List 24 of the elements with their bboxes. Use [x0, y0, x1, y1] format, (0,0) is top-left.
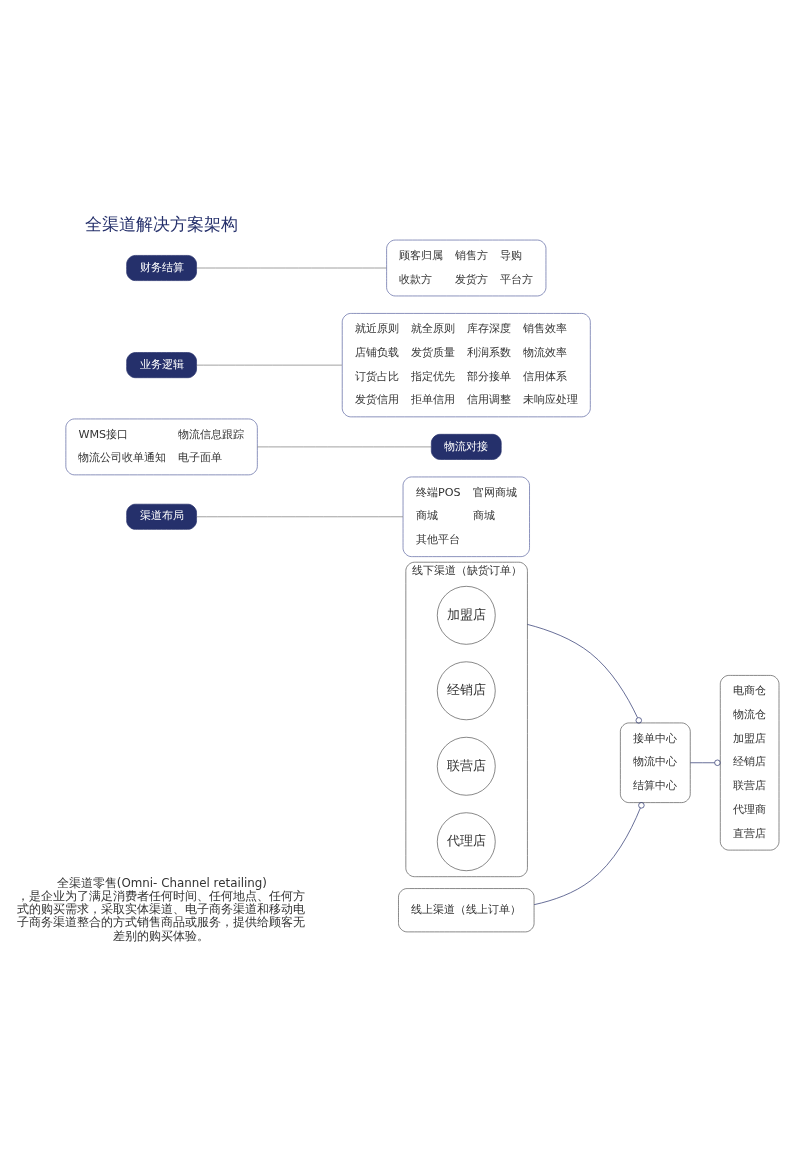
node-box: 线上渠道（线上订单） — [398, 888, 535, 933]
connector — [690, 759, 721, 766]
label: 全渠道解决方案架构 — [85, 213, 239, 234]
node-box: 顾客归属 销售方 导购 收款方 发货方 平台方 — [386, 239, 547, 297]
connector — [527, 624, 642, 724]
node-circle: 加盟店 — [436, 585, 496, 645]
label: 全渠道零售(Omni- Channel retailing)，是企业为了满足消费者任何时间、任何地点、任何方式的购买需求，采取实体渠道、电子商务渠道和移动电子商务渠道整合的方式销售商品或服务，提供给顾客无差别的购买体验。 — [16, 875, 305, 943]
node-box: 渠道布局 — [126, 503, 197, 530]
node-circle: 联营店 — [436, 736, 496, 796]
connector — [196, 267, 387, 269]
connector — [196, 364, 343, 366]
connector — [257, 446, 432, 448]
node-circle: 经销店 — [436, 661, 496, 721]
node-box: 终端POS 官网商城 商城 商城 其他平台 — [402, 476, 530, 557]
node-circle: 代理店 — [436, 812, 496, 872]
node-box: 财务结算 — [126, 255, 197, 281]
node-box: 业务逻辑 — [126, 352, 197, 379]
node-box: WMS接口 物流信息跟踪 物流公司收单通知 电子面单 — [65, 418, 258, 476]
connector — [196, 516, 404, 518]
node-box: 接单中心 物流中心 结算中心 — [620, 722, 691, 803]
connector — [533, 802, 645, 905]
node-box: 物流对接 — [431, 433, 502, 460]
node-box: 电商仓 物流仓 加盟店 经销店 联营店 代理商 直营店 — [719, 675, 780, 851]
node-box: 就近原则 就全原则 库存深度 销售效率 店铺负载 发货质量 利润系数 物流效率 订货占比 指定优先 部分接单 信用体系 发货信用 拒单信用 信用调整 未响应处理 — [341, 313, 591, 418]
